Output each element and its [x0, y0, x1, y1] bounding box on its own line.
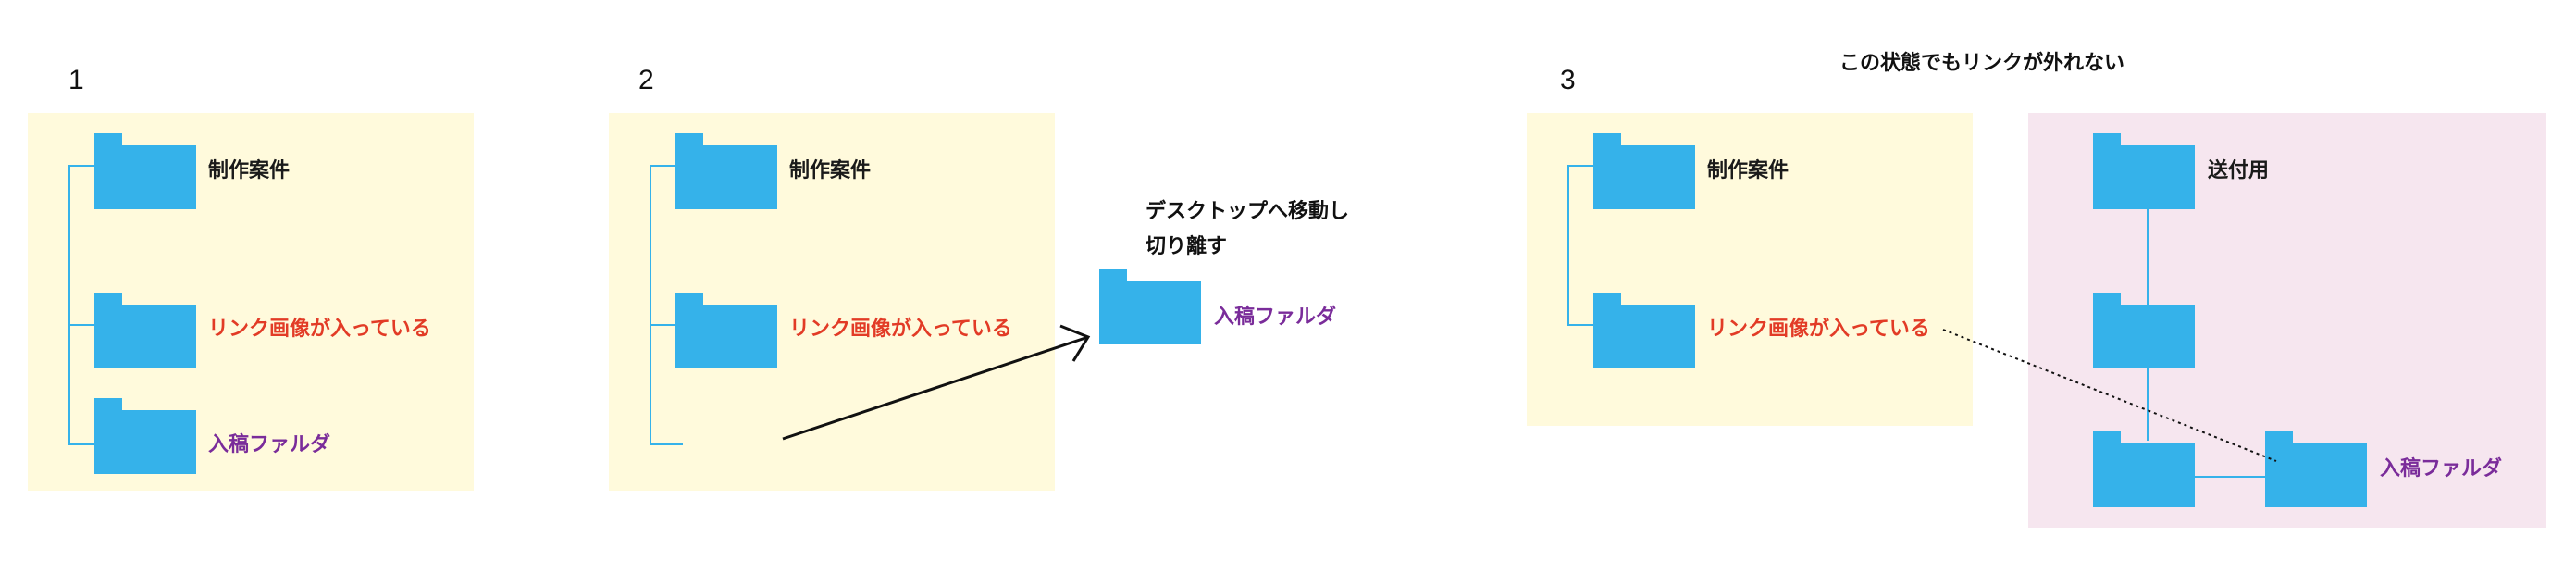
move-note: デスクトップへ移動し 切り離す: [1146, 200, 1350, 258]
folder-label-linked-images: リンク画像が入っている: [1707, 318, 1930, 341]
folder-icon: [675, 293, 777, 368]
panel-2: 制作案件 リンク画像が入っている: [609, 113, 1055, 491]
folder-icon: [2093, 431, 2195, 507]
folder-label-manuscript: 入稿ファルダ: [1214, 306, 1337, 329]
tree-connector: [68, 324, 94, 326]
folder-label-project: 制作案件: [208, 159, 291, 182]
panel-3: 制作案件 リンク画像が入っている: [1527, 113, 1973, 426]
tree-connector: [68, 165, 70, 445]
folder-icon: [2265, 431, 2367, 507]
step-3-label: 3: [1560, 65, 1576, 95]
tree-connector: [68, 165, 94, 167]
folder-icon: [1099, 269, 1201, 344]
folder-label-send: 送付用: [2208, 159, 2270, 182]
panel-send: 送付用 入稿ファルダ: [2028, 113, 2546, 528]
tree-connector: [650, 324, 675, 326]
folder-icon: [1593, 293, 1695, 368]
panel-1: 制作案件 リンク画像が入っている 入稿ファルダ: [28, 113, 474, 491]
folder-icon: [94, 398, 196, 474]
folder-icon: [94, 133, 196, 209]
tree-connector: [1567, 165, 1569, 326]
folder-label-project: 制作案件: [1707, 159, 1790, 182]
folder-label-manuscript: 入稿ファルダ: [208, 433, 331, 456]
folder-icon: [94, 293, 196, 368]
folder-label-manuscript: 入稿ファルダ: [2380, 457, 2503, 481]
link-note: この状態でもリンクが外れない: [1839, 52, 2125, 75]
folder-icon: [2093, 293, 2195, 368]
tree-connector: [1567, 165, 1593, 167]
tree-connector: [650, 165, 651, 445]
folder-label-project: 制作案件: [789, 159, 872, 182]
step-2-label: 2: [638, 65, 654, 95]
tree-connector: [650, 443, 683, 445]
folder-icon: [2093, 133, 2195, 209]
tree-connector: [2195, 476, 2267, 478]
tree-connector: [650, 165, 675, 167]
folder-label-linked-images: リンク画像が入っている: [789, 318, 1012, 341]
step-1-label: 1: [68, 65, 84, 95]
tree-connector: [1567, 324, 1593, 326]
folder-icon: [675, 133, 777, 209]
folder-icon: [1593, 133, 1695, 209]
tree-connector: [68, 443, 94, 445]
folder-label-linked-images: リンク画像が入っている: [208, 318, 431, 341]
